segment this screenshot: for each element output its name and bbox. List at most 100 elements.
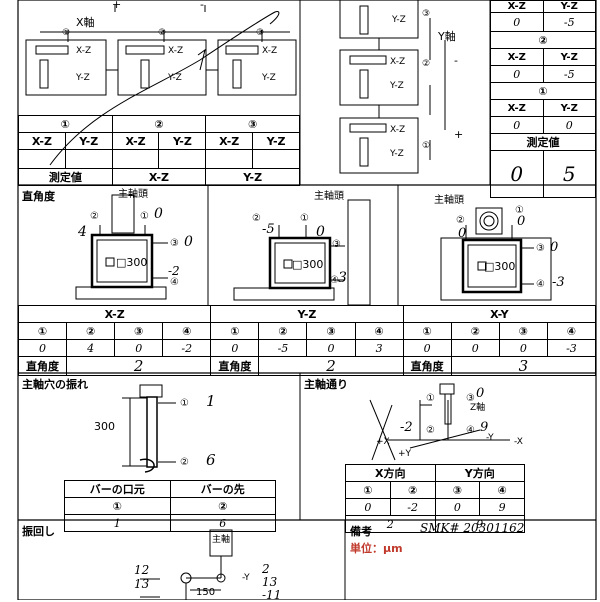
swing-left-1: 12 bbox=[134, 563, 150, 577]
tl-h1: ① bbox=[18, 115, 113, 133]
circle-3-label: ③ bbox=[256, 28, 265, 38]
tr-head-xz: X-Z bbox=[490, 0, 544, 13]
al-h: ① bbox=[345, 481, 391, 499]
p3-v2: 0 bbox=[458, 226, 467, 241]
sq-h: ① bbox=[402, 322, 452, 340]
runout-table: バーの口元 バーの先 ① ② 1 6 bbox=[64, 480, 276, 532]
al-c2: ② bbox=[426, 425, 435, 436]
sq-col-yz: Y-Z bbox=[210, 305, 404, 323]
box3-yz: Y-Z bbox=[262, 73, 276, 83]
y-axis-label: Y軸 bbox=[438, 30, 456, 43]
al-p2: -2 bbox=[400, 420, 413, 435]
p1-v4: -2 bbox=[168, 264, 180, 278]
swing-neg-y: -Y bbox=[242, 573, 250, 583]
sq-result-label: 直角度 bbox=[17, 356, 68, 376]
sq-v: 0 bbox=[210, 339, 260, 357]
al-sum-y: 9 bbox=[434, 515, 525, 533]
mid-circle-3: ③ bbox=[422, 9, 431, 19]
tl-sub: Y-Z bbox=[252, 132, 300, 150]
swing-left-2: 13 bbox=[134, 577, 150, 591]
y-plus: + bbox=[454, 128, 464, 141]
sq-h: ④ bbox=[354, 322, 404, 340]
plus-y-label: +Y bbox=[398, 449, 412, 459]
swing-right-1: 2 bbox=[262, 562, 270, 576]
al-h: ③ bbox=[434, 481, 481, 499]
mid-box3-xz: X-Z bbox=[390, 125, 406, 135]
runout-col2: バーの先 bbox=[169, 480, 276, 498]
mid-box3-yz: Y-Z bbox=[390, 149, 404, 159]
p1-spindle-head: 主軸頭 bbox=[118, 189, 148, 200]
p3-v4: -3 bbox=[552, 275, 565, 290]
circle-1-label: ① bbox=[62, 28, 71, 38]
al-c1: ① bbox=[426, 393, 435, 404]
sq-v: 0 bbox=[450, 339, 500, 357]
p2-v1: 0 bbox=[316, 224, 325, 240]
tr-measured-yz: 5 bbox=[542, 150, 596, 198]
p2-square: □300 bbox=[292, 258, 324, 271]
p2-c1: ① bbox=[300, 213, 309, 224]
runout-p2-value: 6 bbox=[206, 451, 216, 469]
tl-h3: ③ bbox=[205, 115, 300, 133]
swing-title: 振回し bbox=[22, 525, 55, 538]
minus-sign: - bbox=[200, 0, 204, 11]
mid-circle-1: ① bbox=[422, 141, 431, 151]
tr-r0-yz: -5 bbox=[542, 12, 596, 32]
al-c4: ④ bbox=[466, 425, 475, 436]
box2-xz: X-Z bbox=[168, 46, 184, 56]
swing-dim: 150 bbox=[196, 587, 216, 598]
tl-sub: X-Z bbox=[205, 132, 254, 150]
swing-right-2: 13 bbox=[262, 575, 278, 589]
p3-square: □300 bbox=[484, 260, 516, 273]
p1-c4: ④ bbox=[170, 277, 179, 288]
al-h: ② bbox=[389, 481, 436, 499]
sq-v: -2 bbox=[162, 339, 212, 357]
sq-v: 4 bbox=[66, 339, 116, 357]
y-minus: - bbox=[454, 54, 458, 67]
tr-r1-yz: -5 bbox=[542, 65, 596, 83]
tl-bottom-yz: Y-Z bbox=[205, 168, 300, 186]
p1-c2: ② bbox=[90, 211, 99, 222]
tl-sub: X-Z bbox=[111, 132, 160, 150]
sq-v: 0 bbox=[498, 339, 548, 357]
p3-c1: ① bbox=[515, 205, 524, 216]
p3-c2: ② bbox=[456, 215, 465, 226]
box2-yz: Y-Z bbox=[168, 73, 182, 83]
al-p4: 9 bbox=[480, 420, 489, 435]
runout-v2: 6 bbox=[169, 514, 276, 532]
sq-h: ② bbox=[66, 322, 116, 340]
p1-v3: 0 bbox=[184, 234, 193, 250]
mid-circle-2: ② bbox=[422, 59, 431, 69]
tr-measured-label: 測定値 bbox=[490, 133, 596, 151]
al-v: 9 bbox=[479, 498, 525, 516]
alignment-table: X方向 Y方向 ① ② ③ ④ 0 -2 0 9 2 9 bbox=[345, 464, 525, 533]
al-y-dir: Y方向 bbox=[434, 464, 525, 482]
tr-label-2: ② bbox=[490, 31, 596, 49]
p3-v1: 0 bbox=[517, 214, 526, 229]
tr-r2-yz: 0 bbox=[542, 116, 596, 134]
sq-h: ④ bbox=[546, 322, 597, 340]
tr-label-1: ① bbox=[490, 82, 596, 100]
runout-p1-value: 1 bbox=[206, 392, 216, 410]
mid-box2-yz: Y-Z bbox=[390, 81, 404, 91]
p2-c3: ③ bbox=[332, 239, 341, 250]
squareness-table: X-Z Y-Z X-Y ① ② ③ ④ ① ② ③ ④ ① ② ③ ④ 0 4 … bbox=[17, 305, 597, 376]
x-axis-label: X軸 bbox=[76, 16, 95, 29]
tr-sub2-xz: X-Z bbox=[490, 99, 544, 117]
al-c3: ③ bbox=[466, 393, 475, 404]
sq-result-yz: 2 bbox=[258, 356, 404, 376]
p3-spindle-head: 主軸頭 bbox=[434, 195, 464, 206]
al-sum-x: 2 bbox=[345, 515, 436, 533]
runout-title: 主軸穴の振れ bbox=[22, 378, 88, 391]
runout-v1: 1 bbox=[64, 514, 171, 532]
tl-measured-label: 測定値 bbox=[18, 168, 113, 186]
notes-title: 備考 bbox=[350, 525, 372, 538]
tr-head-yz: Y-Z bbox=[542, 0, 596, 13]
sq-h: ③ bbox=[306, 322, 356, 340]
sq-v: 0 bbox=[114, 339, 164, 357]
tl-sub: X-Z bbox=[18, 132, 66, 150]
sq-h: ① bbox=[210, 322, 260, 340]
runout-dim: 300 bbox=[94, 420, 115, 433]
top-left-table: ① ② ③ X-Z Y-Z X-Z Y-Z X-Z Y-Z 測定値 X-Z Y-… bbox=[18, 115, 300, 186]
tl-h2: ② bbox=[111, 115, 207, 133]
p1-c3: ③ bbox=[170, 238, 179, 249]
